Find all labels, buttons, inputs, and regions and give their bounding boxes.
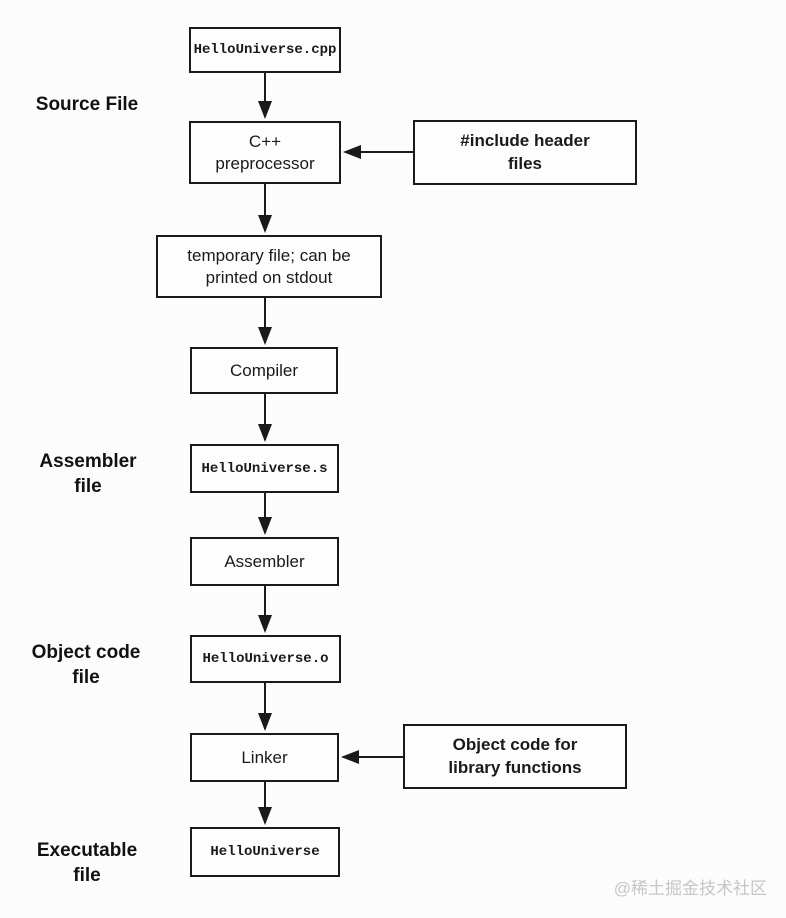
watermark: @稀土掘金技术社区 (613, 879, 767, 898)
source-file-node-box: HelloUniverse.cpp (189, 27, 341, 73)
assembler-file-node-box: HelloUniverse.s (190, 444, 339, 493)
assembler-node-box: Assembler (190, 537, 339, 586)
executable-node-box: HelloUniverse (190, 827, 340, 877)
preprocessor-node-box: C++preprocessor (189, 121, 341, 184)
object-file-node-box: HelloUniverse.o (190, 635, 341, 683)
linker-node-box: Linker (190, 733, 339, 782)
compiler-node-box: Compiler (190, 347, 338, 394)
label-source-file: Source File (35, 94, 139, 115)
